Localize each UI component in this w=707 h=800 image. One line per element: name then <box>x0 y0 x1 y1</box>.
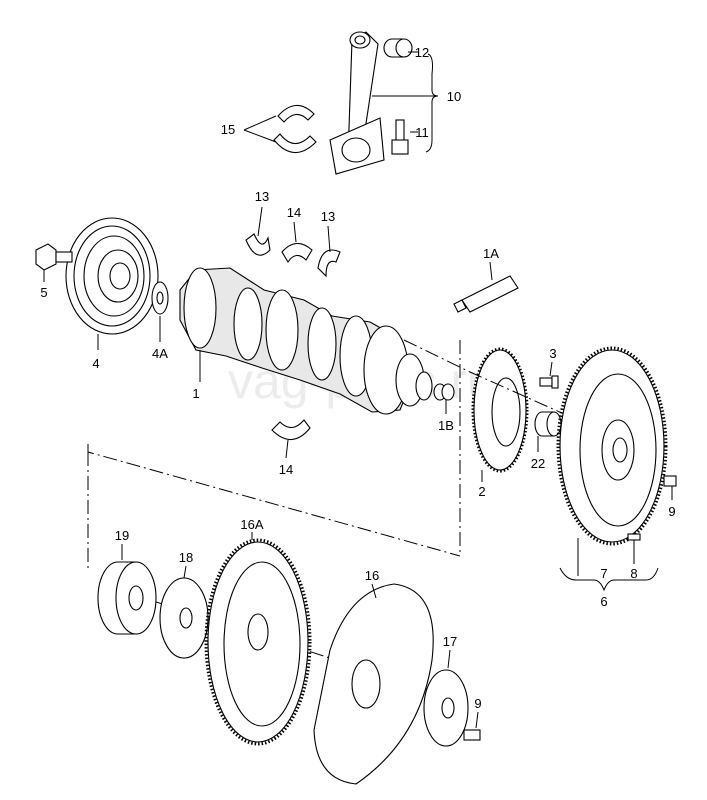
sender-wheel[interactable] <box>471 347 529 473</box>
sealant-tube[interactable] <box>453 275 519 313</box>
dowel-pin[interactable] <box>627 533 641 541</box>
drive-plate[interactable] <box>204 538 312 746</box>
reinforcement-plate[interactable] <box>423 669 469 747</box>
pilot-bearing[interactable] <box>433 383 455 401</box>
callout-13-right: 13 <box>321 209 335 224</box>
bearing-shell-14-bottom[interactable] <box>271 419 311 441</box>
callout-5: 5 <box>40 285 47 300</box>
bearing-shells-15[interactable] <box>273 104 317 154</box>
callout-7: 7 <box>600 566 607 581</box>
callout-14-bottom: 14 <box>279 462 293 477</box>
thrust-washer-left[interactable] <box>245 233 271 256</box>
callout-4: 4 <box>92 356 99 371</box>
sender-wheel-bolt[interactable] <box>539 375 559 389</box>
callout-8: 8 <box>630 566 637 581</box>
callout-9-drive-plate: 9 <box>474 696 481 711</box>
callout-15: 15 <box>221 122 235 137</box>
callout-labels: 1 1A 1B 2 3 4 4A 5 6 7 8 9 9 10 11 12 13… <box>40 45 675 711</box>
needle-bearing[interactable] <box>534 411 562 437</box>
callout-14-top: 14 <box>287 205 301 220</box>
rod-bushing[interactable] <box>383 38 413 58</box>
adapter-spacer[interactable] <box>97 561 157 635</box>
callout-18: 18 <box>179 550 193 565</box>
connecting-rod[interactable] <box>329 31 385 175</box>
rod-bolt[interactable] <box>391 119 409 155</box>
callout-6: 6 <box>600 594 607 609</box>
shim-plate[interactable] <box>159 577 209 659</box>
crankshaft[interactable] <box>179 267 433 415</box>
callout-1: 1 <box>192 386 199 401</box>
bearing-shell-14-top[interactable] <box>281 242 313 264</box>
callout-2: 2 <box>478 484 485 499</box>
flywheel[interactable] <box>556 346 668 546</box>
drive-plate-bolt[interactable] <box>463 729 481 741</box>
callout-12: 12 <box>415 45 429 60</box>
callout-13-left: 13 <box>255 189 269 204</box>
thrust-washer-right[interactable] <box>317 249 341 278</box>
callout-10: 10 <box>447 89 461 104</box>
callout-1b: 1B <box>438 418 454 433</box>
callout-1a: 1A <box>483 246 499 261</box>
pulley-bolt[interactable] <box>35 243 73 271</box>
callout-19: 19 <box>115 528 129 543</box>
converter-plate[interactable] <box>313 583 434 785</box>
callout-22: 22 <box>531 456 545 471</box>
callout-9-flywheel: 9 <box>668 504 675 519</box>
callout-17: 17 <box>443 634 457 649</box>
flywheel-bolt[interactable] <box>663 475 677 487</box>
callout-11: 11 <box>415 125 429 140</box>
callout-3: 3 <box>549 346 556 361</box>
pulley-washer[interactable] <box>151 281 169 315</box>
crankshaft-pulley[interactable] <box>65 217 159 335</box>
callout-16: 16 <box>365 568 379 583</box>
callout-4a: 4A <box>152 346 168 361</box>
callout-16a: 16A <box>240 517 263 532</box>
